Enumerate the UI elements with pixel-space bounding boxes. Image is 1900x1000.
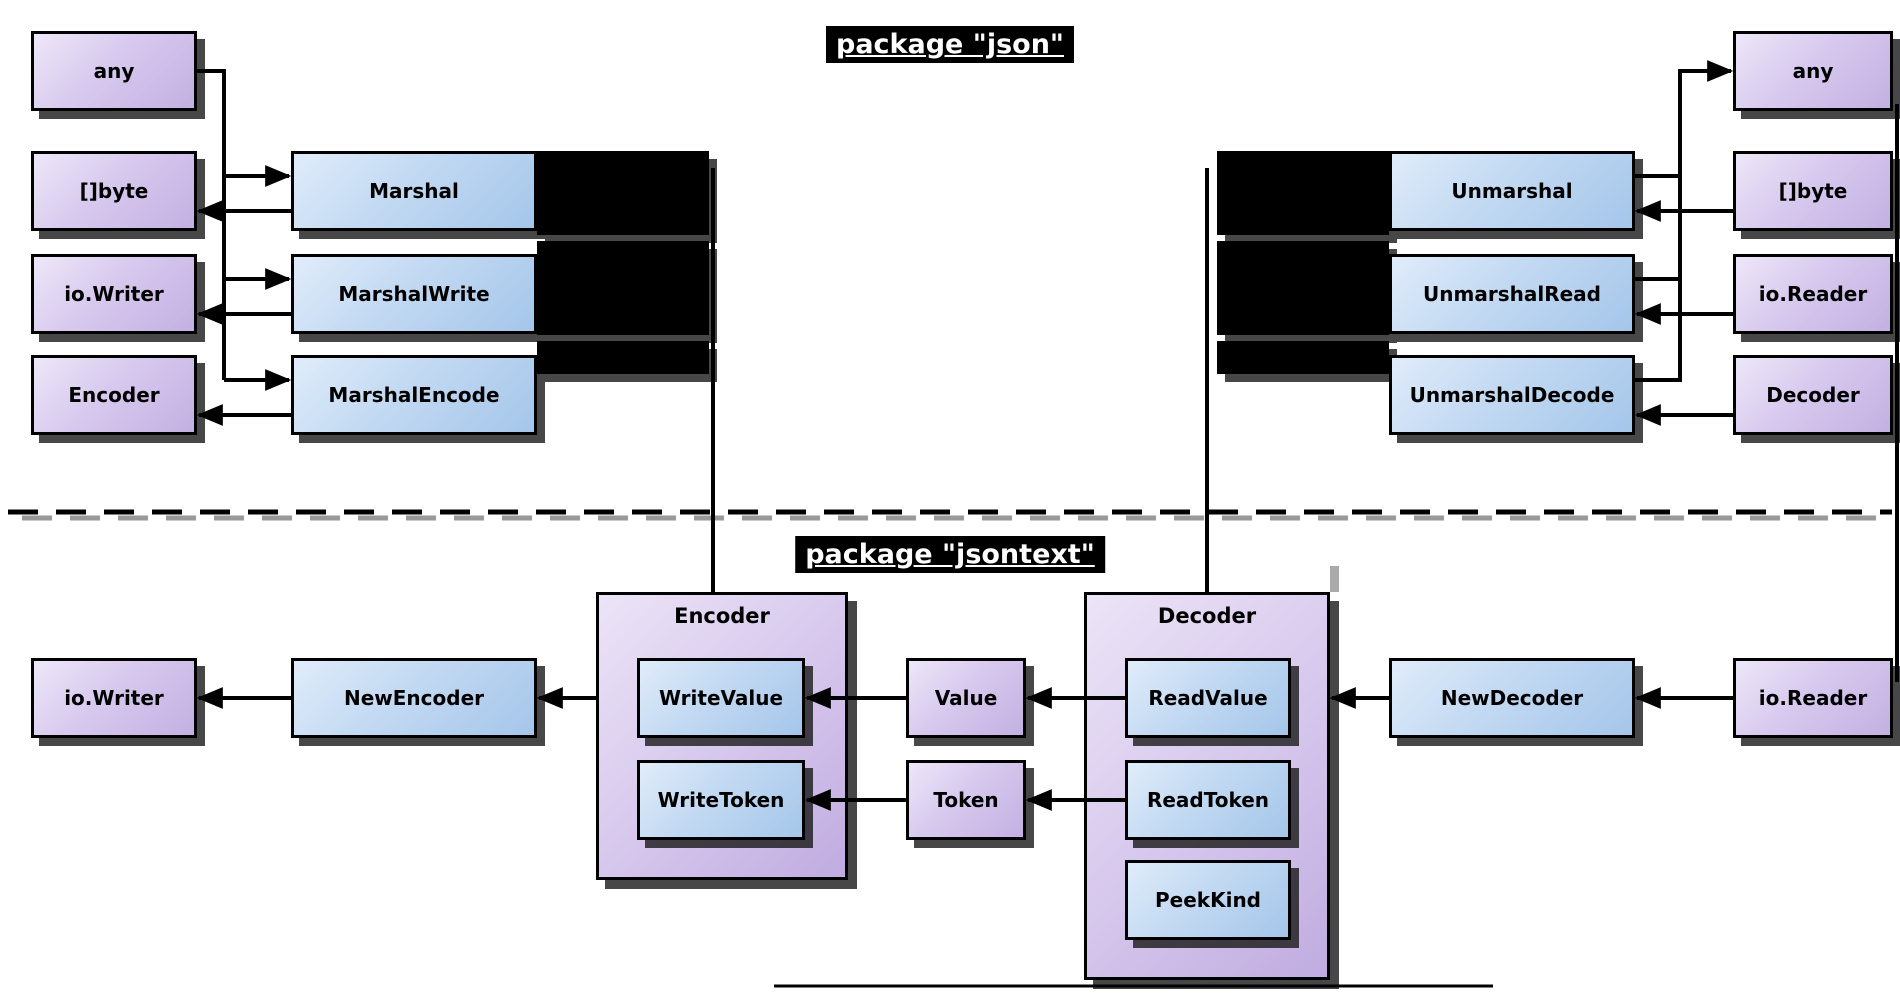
json-func-unmarshaldecode: UnmarshalDecode [1389, 355, 1635, 435]
redacted-block [1217, 151, 1389, 235]
json-type-any-right: any [1733, 31, 1893, 111]
json-type-decoder: Decoder [1733, 355, 1893, 435]
redacted-block [537, 341, 709, 374]
jsontext-type-token: Token [906, 760, 1026, 840]
json-func-unmarshalread: UnmarshalRead [1389, 254, 1635, 334]
json-type-bytes-left: []byte [31, 151, 197, 231]
json-func-unmarshal: Unmarshal [1389, 151, 1635, 231]
json-type-ioreader: io.Reader [1733, 254, 1893, 334]
json-func-marshalencode: MarshalEncode [291, 355, 537, 435]
json-type-iowriter: io.Writer [31, 254, 197, 334]
arrow-unmarshal-out-trunk [1635, 60, 1734, 382]
redacted-block [537, 151, 709, 235]
jsontext-func-newencoder: NewEncoder [291, 658, 537, 738]
jsontext-method-peekkind: PeekKind [1125, 860, 1291, 940]
json-func-marshal: Marshal [291, 151, 537, 231]
json-package-title: package "json" [826, 26, 1074, 63]
jsontext-type-value: Value [906, 658, 1026, 738]
redacted-block [537, 241, 709, 335]
jsontext-iowriter: io.Writer [31, 658, 197, 738]
json-func-marshalwrite: MarshalWrite [291, 254, 537, 334]
json-type-encoder: Encoder [31, 355, 197, 435]
redacted-block [1217, 341, 1389, 374]
json-type-any-left: any [31, 31, 197, 111]
jsontext-decoder-title: Decoder [1157, 604, 1257, 628]
json-type-bytes-right: []byte [1733, 151, 1893, 231]
arrow-any-feed-trunk [197, 69, 226, 380]
jsontext-package-title: package "jsontext" [795, 536, 1105, 573]
jsontext-func-newdecoder: NewDecoder [1389, 658, 1635, 738]
jsontext-ioreader: io.Reader [1733, 658, 1893, 738]
jsontext-method-writevalue: WriteValue [637, 658, 805, 738]
jsontext-method-writetoken: WriteToken [637, 760, 805, 840]
artifact-gray-mark [1330, 566, 1339, 592]
redacted-block [1217, 241, 1389, 335]
package-divider [8, 509, 1892, 521]
jsontext-method-readvalue: ReadValue [1125, 658, 1291, 738]
jsontext-method-readtoken: ReadToken [1125, 760, 1291, 840]
jsontext-encoder-title: Encoder [674, 604, 770, 628]
